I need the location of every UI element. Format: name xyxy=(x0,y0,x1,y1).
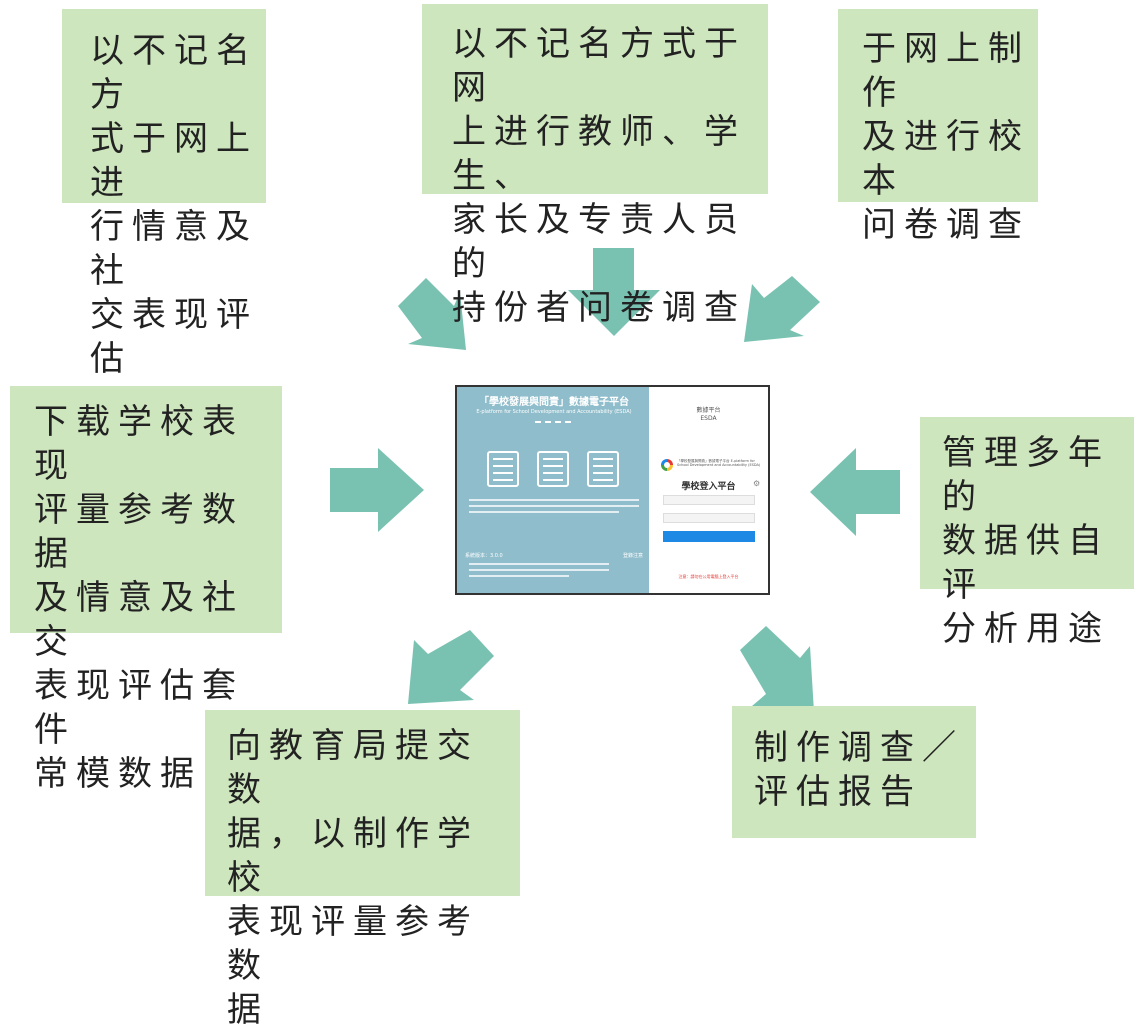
box-top-right: 于网上制作 及进行校本 问卷调查 xyxy=(838,9,1038,245)
screenshot-desc-line xyxy=(469,505,639,507)
screenshot-login-title: 學校登入平台 xyxy=(681,482,736,492)
arrow-top-center xyxy=(568,248,660,336)
box-middle-right: 管理多年的 数据供自评 分析用途 xyxy=(920,417,1134,649)
screenshot-footer-line xyxy=(469,575,569,577)
box-bottom-right: 制作调查／ 评估报告 xyxy=(732,706,976,838)
screenshot-desc-line xyxy=(469,511,619,513)
screenshot-subtitle: E-platform for School Development and Ac… xyxy=(476,409,632,415)
arrow-middle-right xyxy=(810,448,900,536)
screenshot-logo-text: 「學校發展與問責」數據電子平台 E-platform for School De… xyxy=(677,459,761,467)
screenshot-footer-right: 登錄注意 xyxy=(622,553,643,559)
box-middle-left: 下载学校表现 评量参考数据 及情意及社交 表现评估套件 常模数据 xyxy=(10,386,282,794)
box-top-center: 以不记名方式于网 上进行教师、学生、 家长及专责人员的 持份者问卷调查 xyxy=(422,4,768,328)
screenshot-password-field xyxy=(663,513,755,523)
box-top-left: 以不记名方 式于网上进 行情意及社 交表现评估 xyxy=(62,9,266,379)
box-bottom-left: 向教育局提交数 据，以制作学校 表现评量参考数 据 xyxy=(205,710,520,1030)
gear-icon: ⚙ xyxy=(753,479,761,488)
screenshot-username-field xyxy=(663,495,755,505)
arrows-layer xyxy=(330,248,900,712)
checklist-icon xyxy=(487,451,519,487)
screenshot-desc-line xyxy=(469,499,639,501)
screenshot-note: 注意：請勿在公用電腦上登入平台 xyxy=(678,574,739,579)
arrow-bottom-left xyxy=(408,630,494,704)
screenshot-login-button xyxy=(663,531,755,542)
screenshot-footer-line xyxy=(469,563,609,565)
arrow-bottom-right xyxy=(740,626,814,712)
screenshot-version: 系統版本：3.0.0 xyxy=(465,553,503,559)
arrow-middle-left xyxy=(330,448,424,532)
chart-icon xyxy=(587,451,619,487)
esda-logo-icon xyxy=(661,459,673,471)
document-icon xyxy=(537,451,569,487)
screenshot-right-header: 數據平台 ESDA xyxy=(696,407,721,422)
esda-screenshot: 「學校發展與問責」數據電子平台 E-platform for School De… xyxy=(455,385,770,595)
screenshot-dashes xyxy=(535,421,571,425)
screenshot-left-panel: 「學校發展與問責」數據電子平台 E-platform for School De… xyxy=(457,387,649,593)
screenshot-footer-line xyxy=(469,569,609,571)
screenshot-right-panel: 數據平台 ESDA 「學校發展與問責」數據電子平台 E-platform for… xyxy=(649,387,768,593)
arrow-top-left xyxy=(398,278,466,350)
arrow-top-right xyxy=(744,276,820,342)
screenshot-title: 「學校發展與問責」數據電子平台 xyxy=(479,397,629,408)
